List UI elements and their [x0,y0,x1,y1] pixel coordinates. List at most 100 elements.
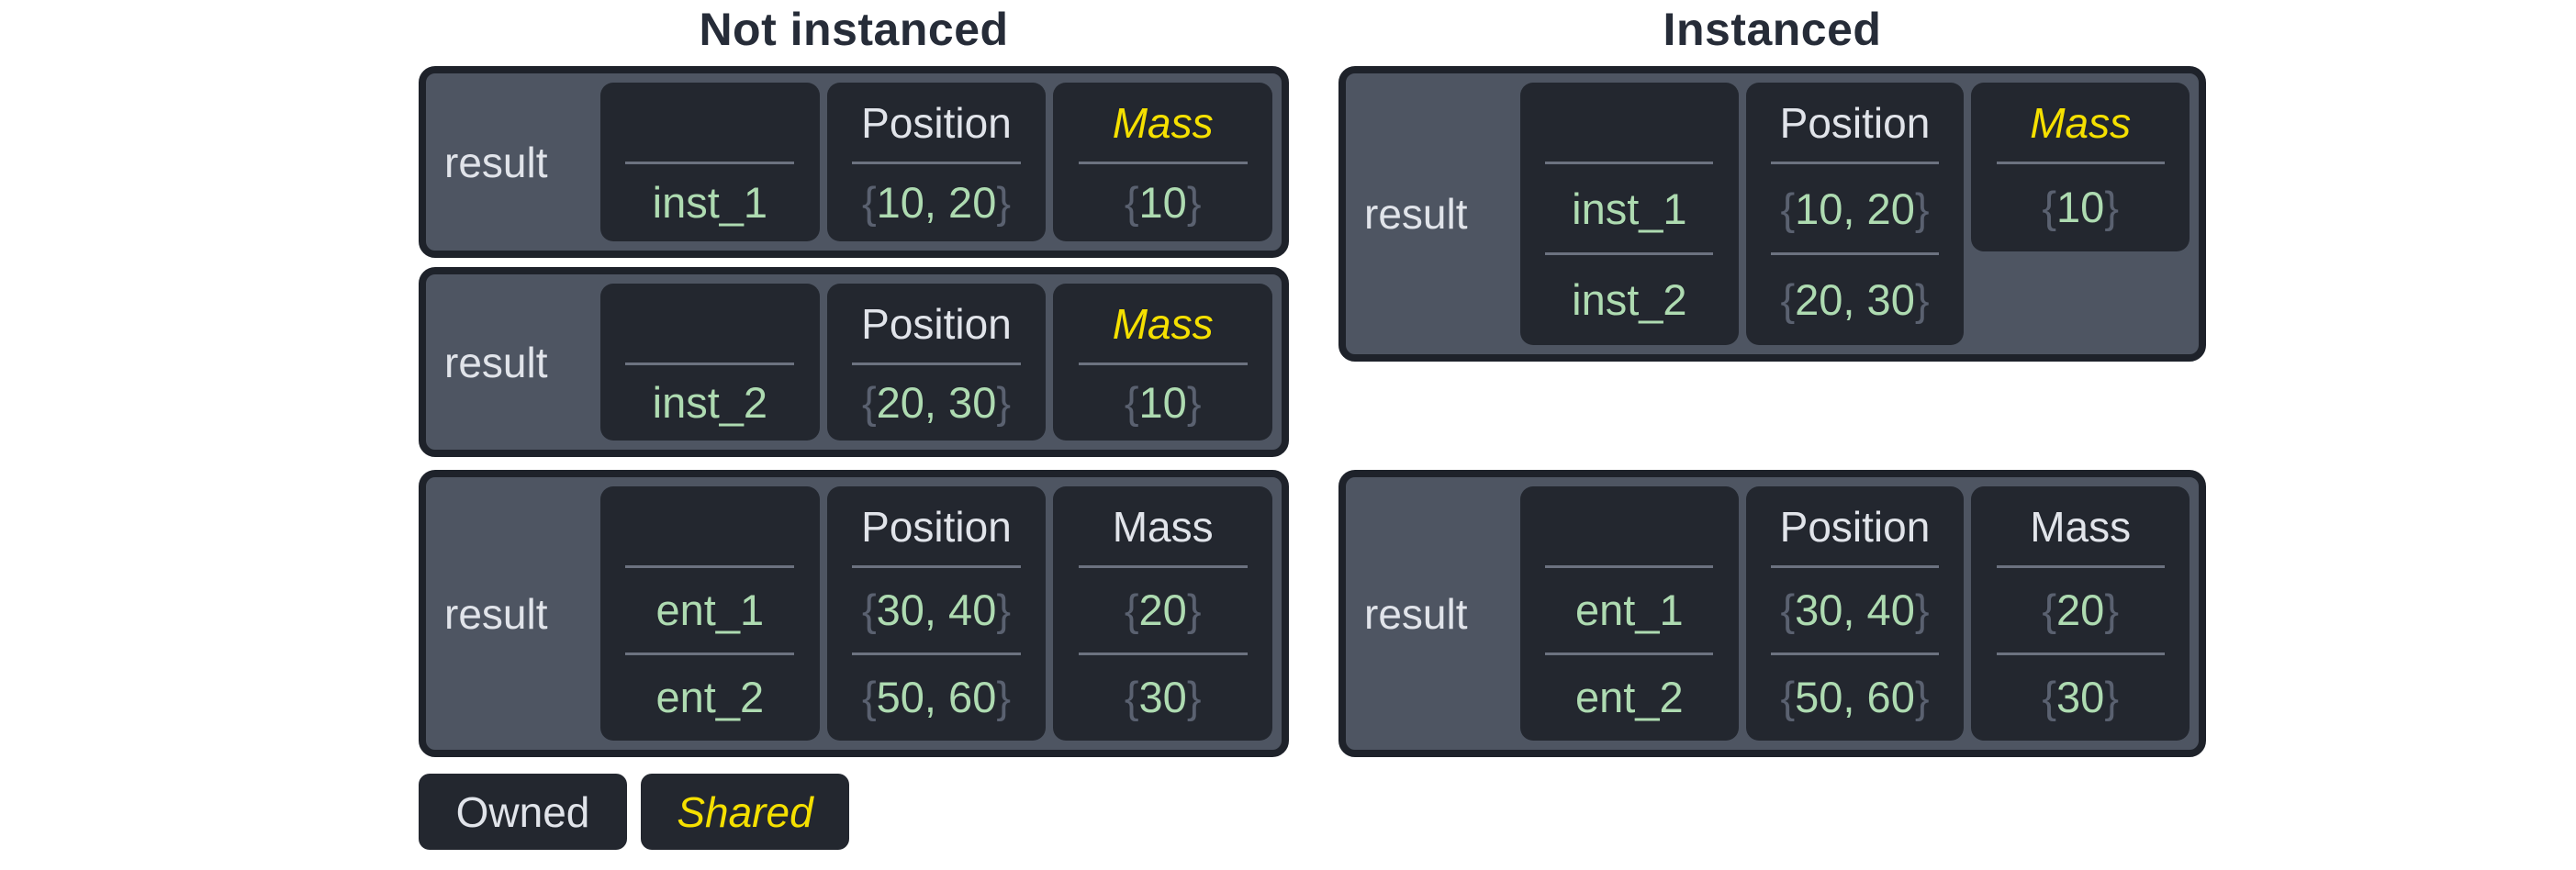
open-brace-glyph: { [861,377,877,427]
row-divider [625,652,795,655]
entity-name-column: ent_1 ent_2 [600,486,820,741]
cell-value: {10} [1053,365,1272,439]
component-column-mass: Mass{10} [1971,83,2190,251]
component-column-position: Position {10, 20} [826,83,1047,241]
cell-value: {20} [1971,568,2190,652]
value-text: 10, 20 [876,177,997,227]
component-header [600,84,820,162]
row-divider [1078,652,1248,655]
component-header: Position [861,503,1012,551]
component-header: Mass [2030,503,2132,551]
cell-value: inst_1 [600,164,820,240]
open-brace-glyph: { [1780,586,1796,635]
row-divider [852,162,1021,164]
legend-owned-chip: Owned [419,774,627,850]
cell-value: inst_2 [600,365,820,439]
cell-value: {10} [1053,164,1272,240]
entity-name-text: inst_1 [652,177,768,227]
value-text: 20 [2056,586,2105,635]
close-brace-glyph: } [1914,586,1930,635]
shared-component-header: Mass [2030,99,2132,147]
entity-name-text: ent_2 [655,672,765,721]
value-text: 10 [1138,177,1187,227]
value-text: 20, 30 [1795,274,1915,324]
cell-value: ent_1 [1520,568,1739,652]
open-brace-glyph: { [1780,672,1796,721]
legend-shared-chip: Shared [641,774,849,850]
component-header: Position [861,300,1012,348]
close-brace-glyph: } [1186,586,1202,635]
open-brace-glyph: { [1780,274,1796,324]
component-column-mass: Mass{20}{30} [1971,486,2190,741]
entity-name-text: ent_1 [1575,586,1684,635]
component-columns: inst_2 Position {20, 30}Mass{10} [600,284,1273,441]
cell-value: {30} [1053,655,1272,740]
cell-value: ent_2 [1520,655,1739,740]
cell-value: {10, 20} [827,164,1047,240]
close-brace-glyph: } [1186,377,1202,427]
cell-value: inst_2 [1520,255,1739,343]
cell-value: {50, 60} [827,655,1047,740]
row-divider [1771,252,1939,255]
open-brace-glyph: { [861,177,877,227]
close-brace-glyph: } [1914,672,1930,721]
row-divider [1996,565,2165,568]
value-text: 30 [1138,672,1187,721]
result-label: result [1364,589,1468,638]
value-text: 50, 60 [876,672,997,721]
component-column-position: Position {30, 40}{50, 60} [826,486,1047,741]
component-column-position: Position{30, 40}{50, 60} [1745,486,1965,741]
open-brace-glyph: { [1124,377,1139,427]
row-divider [1078,362,1248,365]
cell-value: ent_1 [600,568,820,652]
value-text: 10 [1138,377,1187,427]
component-header: Position [861,99,1012,147]
cell-value: {20, 30} [1746,255,1965,343]
close-brace-glyph: } [996,586,1012,635]
close-brace-glyph: } [2104,183,2120,231]
archetype-box: result inst_2 Position {20, 30}Mass{10} [419,267,1289,457]
cell-value: {20, 30} [827,365,1047,439]
component-header [600,488,820,565]
component-header [1520,488,1739,565]
entity-name-column: inst_1 [600,83,820,241]
result-label: result [1364,190,1468,238]
cell-value: ent_2 [600,655,820,740]
row-divider [1545,252,1714,255]
row-divider [1996,162,2165,164]
close-brace-glyph: } [1914,184,1930,233]
row-divider [1545,652,1714,655]
row-divider [1545,162,1714,164]
close-brace-glyph: } [1186,177,1202,227]
component-header: Position [1779,503,1931,551]
row-divider [625,162,795,164]
row-divider [1996,652,2165,655]
component-header: Mass [1112,503,1214,551]
value-text: 10, 20 [1795,184,1915,233]
close-brace-glyph: } [2104,672,2120,721]
component-column-mass: Mass{10} [1053,83,1273,241]
close-brace-glyph: } [1914,274,1930,324]
open-brace-glyph: { [1124,672,1139,721]
component-header [1520,84,1739,162]
close-brace-glyph: } [996,177,1012,227]
component-column-mass: Mass{10} [1053,284,1273,441]
row-divider [625,362,795,365]
result-label: result [444,138,548,186]
component-header: Position [1779,99,1931,147]
component-column-position: Position {20, 30} [826,284,1047,441]
row-divider [625,565,795,568]
cell-value: {20} [1053,568,1272,652]
close-brace-glyph: } [996,672,1012,721]
value-text: 30 [2056,672,2105,721]
cell-value: {30, 40} [827,568,1047,652]
result-label: result [444,338,548,386]
